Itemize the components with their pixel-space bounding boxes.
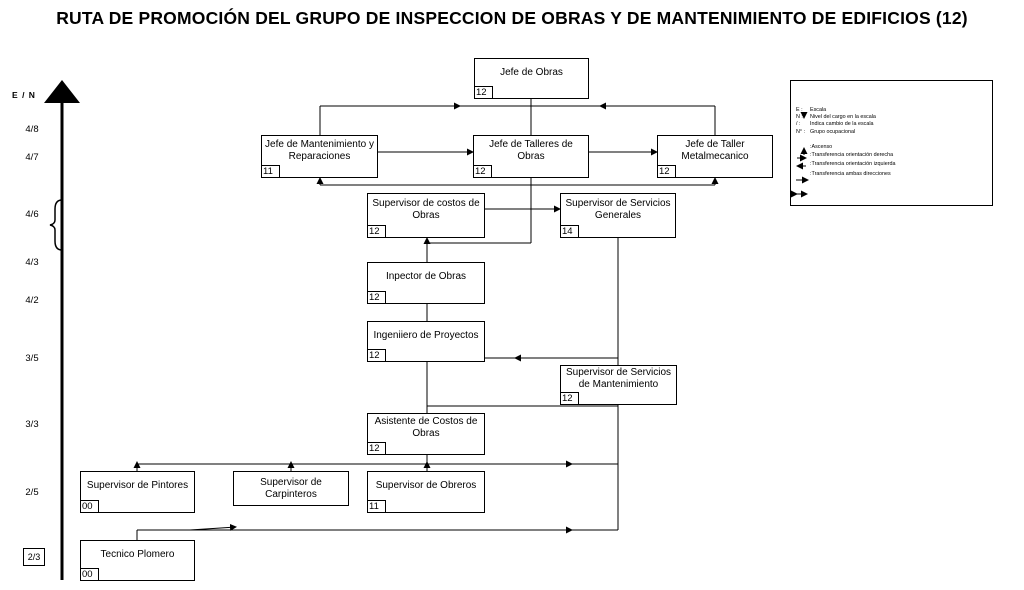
position-label: Supervisor de Servicios de Mantenimiento [565,367,672,390]
legend-symbols [791,112,809,198]
legend-item: :Transferencia orientación derecha [810,152,894,158]
legend-item: E :Escala [796,107,827,113]
position-box: Tecnico Plomero 00 [80,540,195,581]
position-box: Ingeniiero de Proyectos 12 [367,321,485,362]
legend-item: N :Nivel del cargo en la escala [796,114,876,120]
group-code: 12 [475,86,493,98]
group-code: 12 [368,442,386,454]
position-box: Jefe de Talleres de Obras 12 [473,135,589,178]
legend-item: N° :Grupo ocupacional [796,129,856,135]
position-label: Supervisor de Carpinteros [260,476,322,500]
group-code: 00 [81,500,99,512]
group-code: 12 [368,291,386,303]
scale-level-boxed: 2/3 [23,548,45,566]
scale-level: 2/5 [25,487,39,498]
group-code: 14 [561,225,579,237]
scale-axis-arrowhead [44,80,80,103]
position-label: Asistente de Costos de Obras [374,416,478,439]
legend-item: :Transferencia orientación izquierda [810,161,896,167]
position-label: Supervisor de Servicios Generales [565,197,671,221]
group-code: 12 [658,165,676,177]
position-label: Inpector de Obras [385,271,467,282]
position-box: Jefe de Obras 12 [474,58,589,99]
scale-level: 4/8 [25,124,39,135]
position-box: Supervisor de Pintores 00 [80,471,195,513]
position-label: Tecnico Plomero [100,548,175,560]
legend-item: :Ascenso [810,144,833,150]
position-label: Supervisor de costos de Obras [372,197,480,221]
position-box: Inpector de Obras 12 [367,262,485,304]
position-box: Jefe de Mantenimiento y Reparaciones 11 [261,135,378,178]
group-code: 00 [81,568,99,580]
group-code: 12 [474,165,492,177]
scale-level: 4/2 [25,295,39,306]
position-label: Jefe de Mantenimiento y Reparaciones [265,138,374,162]
position-label: Jefe de Talleres de Obras [489,138,573,162]
scale-level: 3/5 [25,353,39,364]
chart-title: RUTA DE PROMOCIÓN DEL GRUPO DE INSPECCIO… [56,8,968,28]
position-box: Supervisor de Servicios Generales 14 [560,193,676,238]
scale-level: 4/6 [25,209,39,220]
legend-item: :Transferencia ambas direcciones [810,171,891,177]
position-box: Supervisor de Obreros 11 [367,471,485,513]
scale-level: 4/3 [25,257,39,268]
group-code: 11 [368,500,386,512]
scale-header: E / N [12,90,36,100]
group-code: 12 [368,349,386,361]
scale-brace [49,199,63,251]
position-label: Supervisor de Pintores [86,480,189,491]
group-code: 11 [262,165,280,177]
scale-level: 3/3 [25,419,39,430]
group-code: 12 [368,225,386,237]
position-box: Asistente de Costos de Obras 12 [367,413,485,455]
scale-level: 4/7 [25,152,39,163]
position-box: Supervisor de Servicios de Mantenimiento… [560,365,677,405]
position-box: Supervisor de Carpinteros [233,471,349,506]
position-label: Jefe de Taller Metalmecanico [681,138,749,162]
position-label: Ingeniiero de Proyectos [373,329,479,341]
connector [189,523,237,531]
position-box: Jefe de Taller Metalmecanico 12 [657,135,773,178]
position-label: Supervisor de Obreros [375,480,477,491]
legend-box: E :Escala N :Nivel del cargo en la escal… [790,80,993,206]
position-label: Jefe de Obras [500,66,563,78]
position-box: Supervisor de costos de Obras 12 [367,193,485,238]
group-code: 12 [561,392,579,404]
legend-item: / :Indica cambio de la escala [796,121,874,127]
